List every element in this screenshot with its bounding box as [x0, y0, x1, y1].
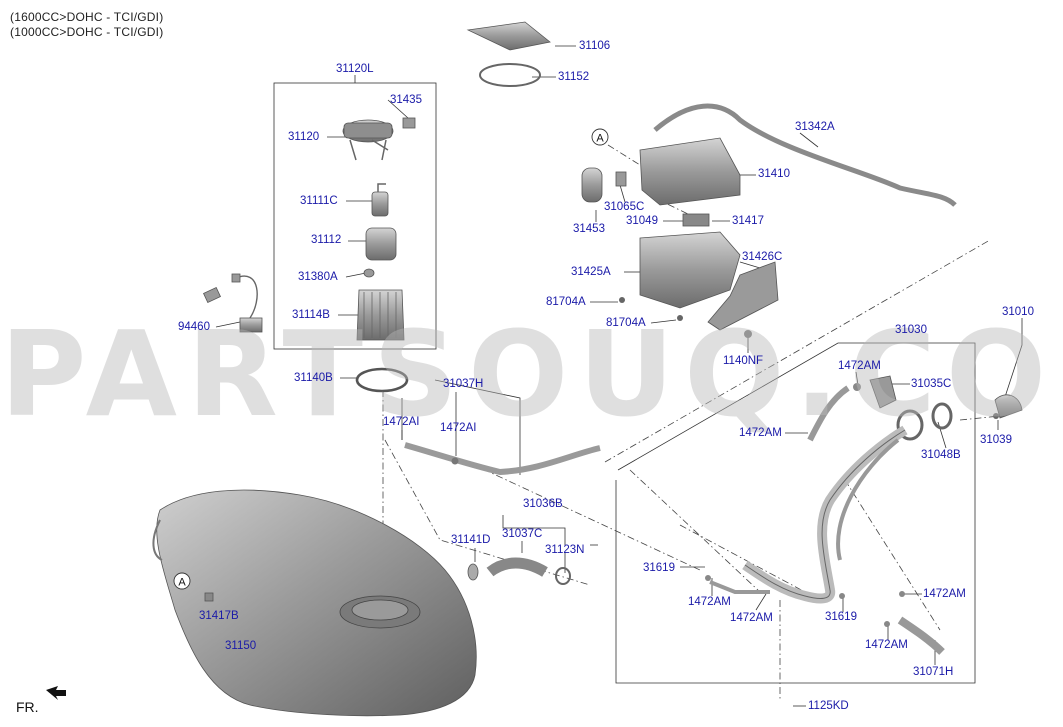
- part-label-31152[interactable]: 31152: [558, 71, 590, 83]
- engine-spec-line-1: (1600CC>DOHC - TCI/GDI): [10, 10, 164, 24]
- fuel-tank: [152, 489, 477, 717]
- part-label-1140NF[interactable]: 1140NF: [723, 355, 764, 367]
- part-label-31435[interactable]: 31435: [390, 94, 422, 106]
- part-label-31120[interactable]: 31120: [288, 131, 320, 143]
- part-label-31426C[interactable]: 31426C: [742, 251, 783, 263]
- part-label-31030[interactable]: 31030: [895, 324, 927, 336]
- part-label-31619-left[interactable]: 31619: [643, 562, 675, 574]
- canister-assembly: [581, 103, 957, 338]
- part-label-31010[interactable]: 31010: [1002, 306, 1034, 318]
- part-label-81704A-canister[interactable]: 81704A: [546, 296, 586, 308]
- lock-ring-set: [466, 21, 551, 87]
- filler-neck-assembly: [705, 375, 1023, 655]
- part-label-31417B[interactable]: 31417B: [199, 610, 239, 622]
- part-label-31425A[interactable]: 31425A: [571, 266, 611, 278]
- part-label-31039[interactable]: 31039: [980, 434, 1012, 446]
- engine-spec-line-2: (1000CC>DOHC - TCI/GDI): [10, 25, 164, 39]
- front-arrow-icon: [46, 686, 66, 700]
- part-label-1472AM-right[interactable]: 1472AM: [923, 588, 966, 600]
- part-label-81704A-bracket[interactable]: 81704A: [606, 317, 646, 329]
- part-label-31112[interactable]: 31112: [311, 234, 342, 246]
- part-label-1472AM-lower-mid[interactable]: 1472AM: [730, 612, 773, 624]
- part-label-31049[interactable]: 31049: [626, 215, 658, 227]
- part-label-31037H[interactable]: 31037H: [443, 378, 484, 390]
- part-label-1125KD[interactable]: 1125KD: [808, 700, 849, 712]
- part-label-31035C[interactable]: 31035C: [911, 378, 952, 390]
- part-label-1472AI-right[interactable]: 1472AI: [440, 422, 477, 434]
- part-label-31111C[interactable]: 31111C: [300, 195, 338, 207]
- part-label-31342A[interactable]: 31342A: [795, 121, 835, 133]
- part-label-1472AM-filler-top[interactable]: 1472AM: [838, 360, 881, 372]
- part-label-31120L[interactable]: 31120L: [336, 63, 374, 75]
- svg-text:A: A: [178, 577, 186, 589]
- part-label-31065C[interactable]: 31065C: [604, 201, 645, 213]
- part-label-31417[interactable]: 31417: [732, 215, 764, 227]
- part-label-31106[interactable]: 31106: [579, 40, 611, 52]
- part-label-31071H[interactable]: 31071H: [913, 666, 954, 678]
- part-label-31380A[interactable]: 31380A: [298, 271, 338, 283]
- part-label-31140B[interactable]: 31140B: [294, 372, 333, 384]
- part-label-31036B[interactable]: 31036B: [523, 498, 563, 510]
- fuel-sender-harness: [203, 273, 263, 333]
- part-label-1472AI-left[interactable]: 1472AI: [383, 416, 420, 428]
- callout-a-top: A: [591, 128, 609, 146]
- part-label-31453[interactable]: 31453: [573, 223, 605, 235]
- part-label-31048B[interactable]: 31048B: [921, 449, 961, 461]
- part-label-31141D[interactable]: 31141D: [451, 534, 491, 546]
- svg-text:A: A: [596, 133, 604, 145]
- part-label-31619-right[interactable]: 31619: [825, 611, 857, 623]
- part-label-31114B[interactable]: 31114B: [292, 309, 330, 321]
- part-label-31123N[interactable]: 31123N: [545, 544, 585, 556]
- pump-gasket: [355, 367, 409, 393]
- fuel-pump-module: [342, 117, 416, 341]
- part-label-31410[interactable]: 31410: [758, 168, 790, 180]
- part-label-1472AM-lower-right[interactable]: 1472AM: [865, 639, 908, 651]
- front-direction-label: FR.: [16, 699, 39, 715]
- callout-a-tank: A: [173, 572, 191, 590]
- part-label-31150[interactable]: 31150: [225, 640, 257, 652]
- part-label-31037C[interactable]: 31037C: [502, 528, 543, 540]
- vent-hoses: [404, 442, 601, 585]
- part-label-94460[interactable]: 94460: [178, 321, 210, 333]
- part-label-1472AM-filler-hose[interactable]: 1472AM: [739, 427, 782, 439]
- part-label-1472AM-lower-left[interactable]: 1472AM: [688, 596, 731, 608]
